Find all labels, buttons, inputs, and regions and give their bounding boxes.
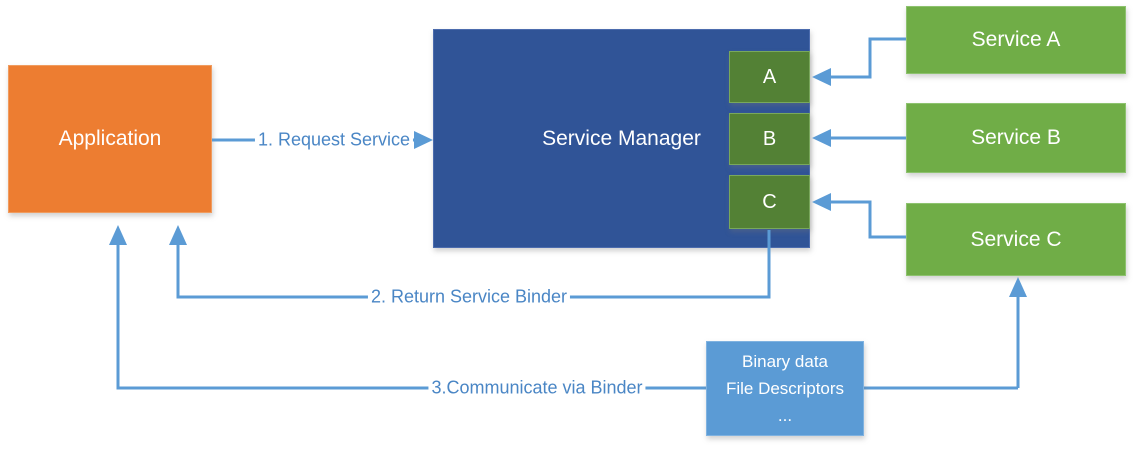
application-label: Application bbox=[58, 127, 162, 150]
service-a-label: Service A bbox=[971, 28, 1061, 51]
arrowhead-left-icon bbox=[812, 68, 831, 86]
registry-slot-a-label: A bbox=[762, 65, 777, 88]
registry-slot-b: B bbox=[729, 113, 810, 165]
service-c-box: Service C bbox=[906, 203, 1126, 276]
arrowhead-up-icon bbox=[169, 225, 187, 245]
arrowhead-left-icon bbox=[812, 193, 831, 211]
binder-payload-box: Binary data File Descriptors ... bbox=[706, 341, 864, 436]
service-b-box: Service B bbox=[906, 103, 1126, 173]
connector-service-a bbox=[812, 37, 906, 86]
edge-label-return-binder: 2. Return Service Binder bbox=[367, 286, 571, 308]
edge-label-communicate: 3.Communicate via Binder bbox=[428, 377, 646, 399]
application-box: Application bbox=[8, 65, 212, 213]
edge-label-request-service: 1. Request Service bbox=[254, 129, 414, 151]
arrowhead-left-icon bbox=[812, 129, 831, 147]
connector-service-c bbox=[812, 193, 906, 239]
arrowhead-right-icon bbox=[414, 131, 433, 149]
registry-slot-c: C bbox=[729, 175, 810, 229]
service-a-box: Service A bbox=[906, 6, 1126, 74]
registry-slot-a: A bbox=[729, 51, 810, 103]
service-b-label: Service B bbox=[971, 126, 1061, 149]
connector-service-b bbox=[812, 129, 906, 147]
payload-line-2: File Descriptors bbox=[725, 379, 845, 398]
arrowhead-up-icon bbox=[109, 225, 127, 245]
service-c-label: Service C bbox=[970, 227, 1062, 251]
registry-slot-b-label: B bbox=[762, 127, 777, 150]
arrowhead-up-icon bbox=[1009, 277, 1027, 297]
service-manager-label: Service Manager bbox=[542, 126, 701, 150]
payload-line-1: Binary data bbox=[742, 352, 828, 371]
payload-line-3: ... bbox=[777, 406, 793, 425]
registry-slot-c-label: C bbox=[762, 190, 777, 213]
